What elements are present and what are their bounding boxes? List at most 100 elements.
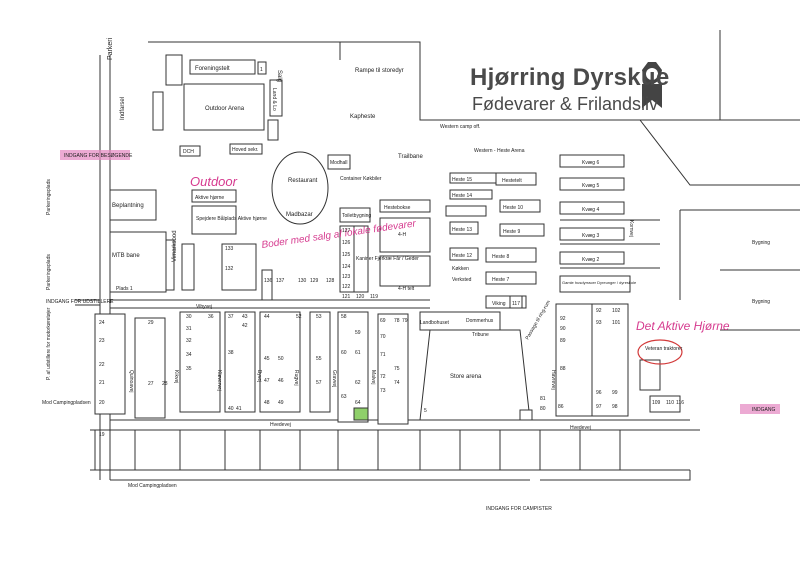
- label-indfarsel: Indfarsel: [120, 97, 126, 120]
- stand-number: 27: [148, 381, 154, 387]
- label-heste14: Heste 14: [452, 193, 472, 199]
- label-bygning-2: Bygning: [752, 299, 770, 305]
- stand-number: 23: [99, 338, 105, 344]
- stand-number: 19: [99, 432, 105, 438]
- stand-number: 127: [342, 228, 351, 234]
- logo-title: Hjørring Dyrskue: [470, 64, 670, 91]
- stand-number: 61: [355, 350, 361, 356]
- label-dch: DCH: [183, 149, 194, 155]
- stand-number: 24: [99, 320, 105, 326]
- label-plads1: Plads 1: [116, 286, 133, 292]
- stand-number: 47: [264, 378, 270, 384]
- label-hvedevej-right: Hvedevej: [570, 425, 591, 431]
- label-container-kokbiler: Container Køkbiler: [340, 176, 382, 182]
- label-heste10: Heste 10: [503, 205, 523, 211]
- stand-number: 128: [326, 278, 335, 284]
- stand-number: 29: [148, 320, 154, 326]
- label-parkeringsplads-2: Parkeringsplads: [46, 254, 52, 290]
- label-veteran-traktorer: Veteran traktorer: [645, 346, 683, 352]
- stand-number: 35: [186, 366, 192, 372]
- stand-number: 137: [276, 278, 285, 284]
- label-indgang-udstillere: INDGANG FOR UDSTILLERE: [46, 299, 114, 305]
- stand-number: 81: [540, 396, 546, 402]
- stand-number: 60: [341, 350, 347, 356]
- stand-number: 58: [341, 314, 347, 320]
- upper-left-area: [109, 54, 431, 301]
- stand-number: 132: [225, 266, 234, 272]
- label-passage: Passage til ring-rum: [525, 299, 552, 341]
- stand-number: 31: [186, 326, 192, 332]
- stand-numbers: 1 24 23 22 21 20 19 29 27 28 30 31 32 34…: [99, 67, 684, 438]
- stand-number: 59: [355, 330, 361, 336]
- stand-number: 45: [264, 356, 270, 362]
- label-det-aktive-hjorne: Det Aktive Hjørne: [636, 319, 730, 333]
- label-heste7: Heste 7: [492, 277, 509, 283]
- label-trailbane: Trailbane: [398, 154, 423, 160]
- stand-number: 64: [355, 400, 361, 406]
- stand-number: 75: [394, 366, 400, 372]
- stand-number: 120: [356, 294, 365, 300]
- stand-number: 20: [99, 400, 105, 406]
- label-tribune: Tribune: [472, 332, 489, 338]
- veteran-ring: [637, 339, 683, 365]
- label-beplantning: Beplantning: [112, 203, 144, 209]
- stand-number: 123: [342, 274, 351, 280]
- label-western-camp: Western camp off.: [440, 124, 480, 130]
- stand-number: 52: [296, 314, 302, 320]
- label-heste13: Heste 13: [452, 227, 472, 233]
- label-kvaeg2: Kvæg 2: [582, 257, 599, 263]
- stand-number: 50: [278, 356, 284, 362]
- stand-number: 122: [342, 284, 351, 290]
- stand-number: 78: [394, 318, 400, 324]
- label-viking: Viking: [492, 301, 506, 307]
- stand-number: 71: [380, 352, 386, 358]
- stand-number: 92: [560, 316, 566, 322]
- stand-number: 41: [236, 406, 242, 412]
- stand-number: 32: [186, 338, 192, 344]
- label-salg: Salg: [276, 70, 282, 82]
- stand-number: 30: [186, 314, 192, 320]
- label-4h-telt: 4-H telt: [398, 286, 415, 292]
- stand-number: 86: [558, 404, 564, 410]
- stand-number: 49: [278, 400, 284, 406]
- label-parkeringsplads-1: Parkeringsplads: [46, 179, 52, 215]
- label-landbohuset: Landbohuset: [420, 320, 450, 326]
- label-kornvej: Kornvej: [628, 220, 634, 237]
- stand-number: 36: [208, 314, 214, 320]
- entrance-highlight-right: [740, 404, 780, 414]
- stand-number: 97: [596, 404, 602, 410]
- stand-number: 55: [316, 356, 322, 362]
- label-outdoor-arena: Outdoor Arena: [205, 106, 245, 112]
- stand-number: 73: [380, 388, 386, 394]
- stand-number: 38: [228, 350, 234, 356]
- label-hovedsekr: Hoved sekr.: [232, 147, 258, 153]
- stand-number: 93: [596, 320, 602, 326]
- highlighted-stand: [353, 407, 369, 421]
- label-land-lo: Land & Lo: [271, 88, 277, 111]
- stand-number: 57: [316, 380, 322, 386]
- label-kokken: Køkken: [452, 266, 469, 272]
- stand-number: 109: [652, 400, 661, 406]
- label-madbazar: Madbazar: [286, 212, 313, 218]
- label-heste15: Heste 15: [452, 177, 472, 183]
- label-aktive-hjorne: Aktive hjørne: [195, 195, 224, 201]
- stand-number: 101: [612, 320, 621, 326]
- stand-number: 69: [380, 318, 386, 324]
- stand-number: 98: [612, 404, 618, 410]
- stand-number: 42: [242, 323, 248, 329]
- label-hvedevej-left: Hvedevej: [270, 422, 291, 428]
- label-gravvej: Gravvej: [331, 370, 337, 387]
- stand-number: 129: [310, 278, 319, 284]
- label-indgang-right: INDGANG: [752, 407, 775, 413]
- label-verksted: Verksted: [452, 277, 472, 283]
- stand-number: 62: [355, 380, 361, 386]
- label-mod-camping-left: Mod Campingpladsen: [42, 400, 91, 406]
- stand-number: 136: [264, 278, 273, 284]
- stand-number: 90: [560, 326, 566, 332]
- stand-number: 96: [596, 390, 602, 396]
- label-quinoavej: Quinoavej: [128, 370, 134, 393]
- label-spejdere: Spejdere Bålplads Aktive hjørne: [196, 215, 267, 222]
- stand-number: 89: [560, 338, 566, 344]
- label-kvaeg5: Kvæg 5: [582, 183, 599, 189]
- stand-number: 48: [264, 400, 270, 406]
